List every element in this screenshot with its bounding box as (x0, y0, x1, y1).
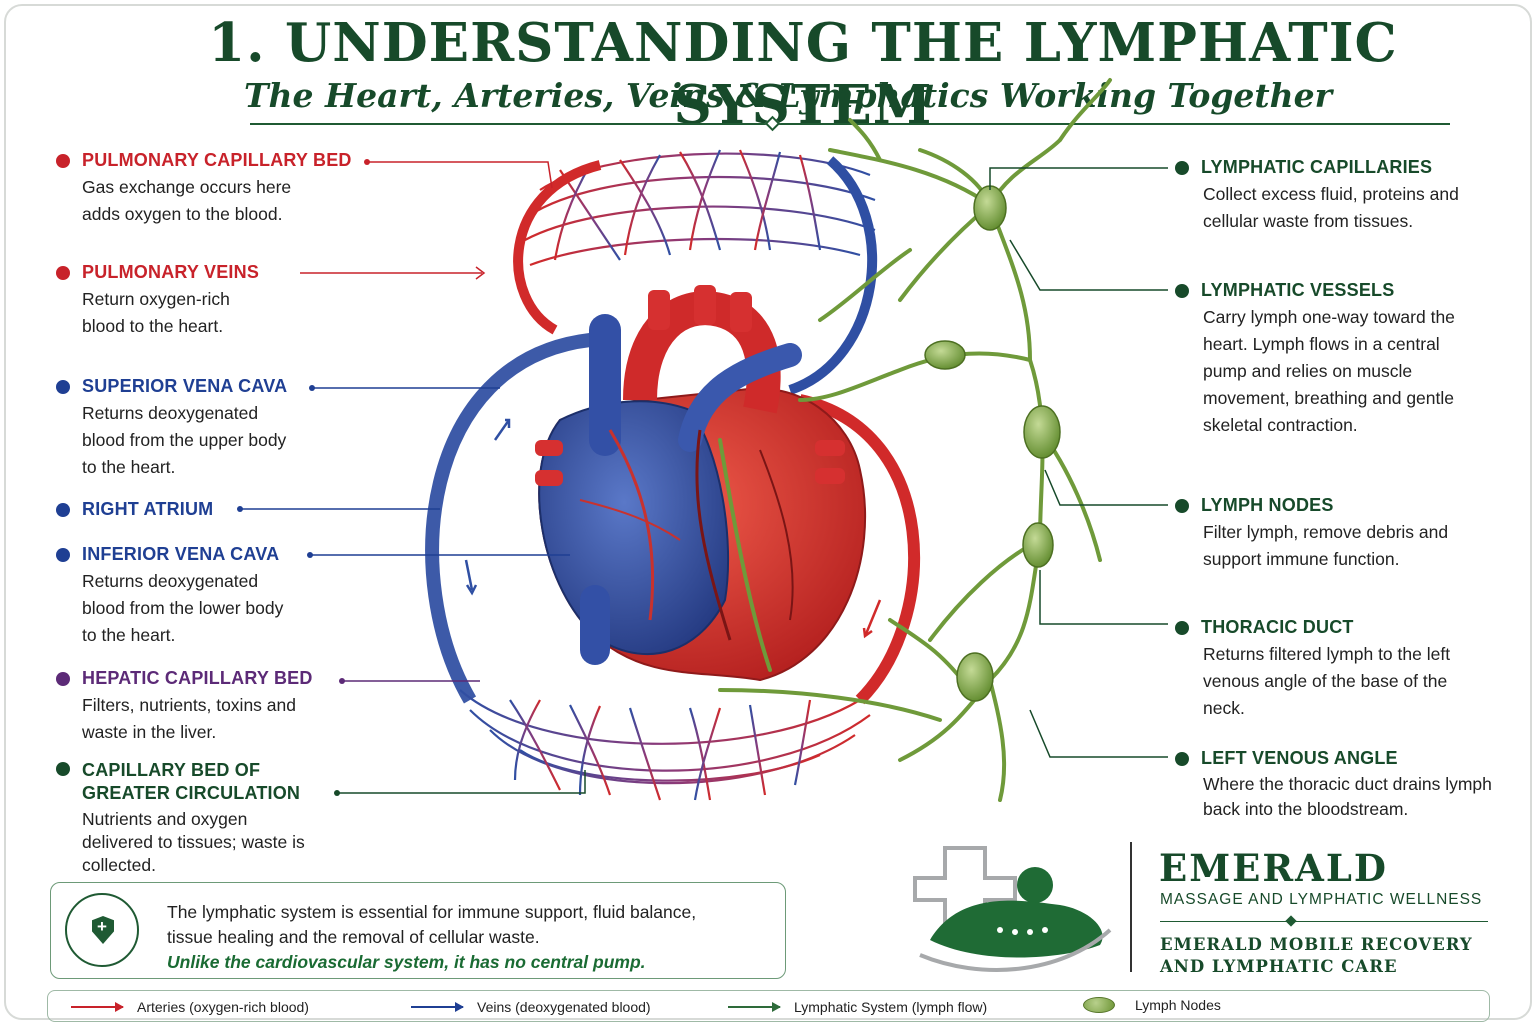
legend-lymph-nodes: Lymph Nodes (1083, 997, 1221, 1013)
blue-arrow-icon (411, 1002, 464, 1012)
info-callout-box: The lymphatic system is essential for im… (50, 882, 786, 979)
pulmonary-artery-vessel (788, 156, 878, 395)
label-dot (1175, 620, 1189, 635)
leader-lines-right (989, 167, 1168, 758)
label-dot (56, 671, 70, 686)
legend-veins: Veins (deoxygenated blood) (411, 999, 651, 1015)
label-hepatic-capillary-bed: HEPATIC CAPILLARY BED Filters, nutrients… (56, 668, 356, 746)
legend-arteries: Arteries (oxygen-rich blood) (71, 999, 309, 1015)
lymph-node-3 (1023, 405, 1061, 459)
label-dot (56, 379, 70, 394)
info-callout-text: The lymphatic system is essential for im… (167, 900, 696, 975)
page-title: 1. UNDERSTANDING THE LYMPHATIC SYSTEM (208, 12, 1398, 136)
vena-cava-loop (425, 333, 591, 704)
label-right-atrium: RIGHT ATRIUM (56, 499, 356, 520)
brand-subtitle: EMERALD MOBILE RECOVERY AND LYMPHATIC CA… (1160, 935, 1473, 976)
label-inferior-vena-cava: INFERIOR VENA CAVA Returns deoxygenated … (56, 544, 356, 649)
info-callout-emphasis: Unlike the cardiovascular system, it has… (167, 952, 646, 972)
red-arrow-icon (71, 1002, 124, 1012)
pulmonary-vein-vessel (513, 160, 602, 335)
leader-lines-left (237, 159, 586, 796)
label-lymphatic-vessels: LYMPHATIC VESSELS Carry lymph one-way to… (1175, 280, 1495, 439)
lymph-node-1 (973, 185, 1007, 231)
brand-divider (1130, 842, 1132, 972)
page-subtitle: The Heart, Arteries, Veins & Lymphatics … (243, 76, 1333, 115)
title-divider (250, 123, 1450, 125)
label-pulmonary-capillary-bed: PULMONARY CAPILLARY BED Gas exchange occ… (56, 150, 356, 228)
label-lymph-nodes: LYMPH NODES Filter lymph, remove debris … (1175, 495, 1495, 573)
legend-bar: Arteries (oxygen-rich blood) Veins (deox… (47, 990, 1490, 1022)
label-dot (1175, 498, 1189, 513)
label-dot (1175, 751, 1189, 766)
figure-head-icon (1017, 867, 1053, 903)
label-left-venous-angle: LEFT VENOUS ANGLE Where the thoracic duc… (1175, 748, 1495, 822)
label-dot (56, 762, 70, 776)
label-dot (1175, 283, 1189, 298)
label-dot (56, 265, 70, 280)
label-capillary-bed-greater-circulation: CAPILLARY BED OF GREATER CIRCULATION Nut… (56, 759, 356, 877)
brand-logo-mark (913, 846, 1112, 972)
lymph-node-icon (1083, 997, 1115, 1013)
systemic-capillary-bed-illustration (459, 689, 871, 801)
green-arrow-icon (728, 1002, 781, 1012)
lymph-node-illustrations (924, 185, 1061, 702)
label-dot (56, 547, 70, 562)
label-thoracic-duct: THORACIC DUCT Returns filtered lymph to … (1175, 617, 1495, 722)
vein-flow-arrow (493, 419, 511, 441)
label-superior-vena-cava: SUPERIOR VENA CAVA Returns deoxygenated … (56, 376, 356, 481)
lymph-node-4 (1022, 522, 1054, 568)
figure-body-icon (930, 900, 1103, 958)
aorta-loop (798, 394, 920, 705)
lymph-node-5 (956, 652, 994, 702)
brand-tagline: MASSAGE AND LYMPHATIC WELLNESS (1160, 891, 1483, 908)
heart-illustration (535, 285, 867, 682)
label-lymphatic-capillaries: LYMPHATIC CAPILLARIES Collect excess flu… (1175, 157, 1495, 235)
immune-shield-icon (65, 893, 139, 967)
label-dot (1175, 160, 1189, 175)
label-dot (56, 153, 70, 168)
brand-rule (1160, 921, 1488, 922)
label-dot (56, 502, 70, 517)
brand-name: EMERALD (1159, 846, 1388, 890)
artery-flow-arrow (864, 599, 882, 635)
legend-lymphatic-system: Lymphatic System (lymph flow) (728, 999, 987, 1015)
lymph-node-2 (924, 340, 966, 370)
label-pulmonary-veins: PULMONARY VEINS Return oxygen-rich blood… (56, 262, 356, 340)
